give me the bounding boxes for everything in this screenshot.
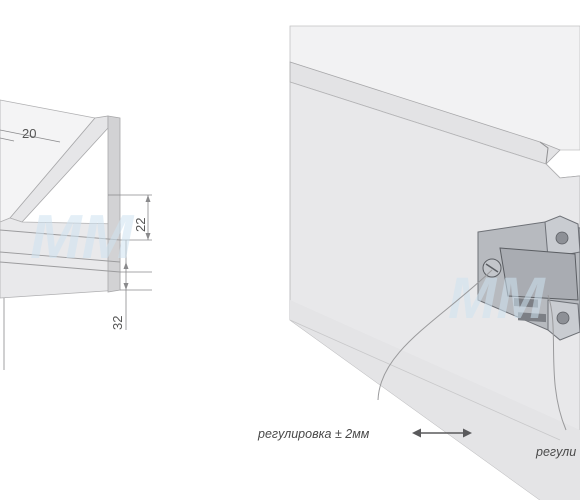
hinge-slot-1 bbox=[514, 297, 538, 308]
watermark-logo-left: MM bbox=[30, 203, 135, 272]
right-panel-step bbox=[289, 61, 561, 165]
hinge-cam-slot bbox=[485, 263, 499, 273]
caption-adjust-left-prefix: регулировка bbox=[257, 427, 335, 441]
dim-arrow-32-bottom bbox=[123, 283, 129, 290]
leader-line-right bbox=[547, 294, 567, 431]
dim-label-22: 22 bbox=[133, 218, 148, 232]
left-groove-line-1 bbox=[0, 229, 121, 241]
caption-adjust-left: регулировка ± 2мм bbox=[257, 427, 370, 441]
watermark-logo-right: MM bbox=[448, 266, 546, 331]
dim-line-20-ext bbox=[0, 137, 15, 142]
left-dimension-drawing: 20 22 32 bbox=[0, 99, 152, 370]
left-groove-line-3 bbox=[0, 261, 121, 273]
leader-line-left bbox=[377, 269, 493, 401]
right-panel-illustration bbox=[289, 25, 580, 500]
dim-arrow-22-top bbox=[145, 195, 151, 202]
watermark-text-right: MM bbox=[448, 266, 546, 331]
caption-adjust-right: регули bbox=[535, 445, 576, 459]
dim-arrow-32-top bbox=[123, 262, 129, 269]
hinge-slot-2 bbox=[518, 312, 546, 323]
double-arrow-horizontal-icon bbox=[412, 428, 472, 438]
hinge-mounting-plate bbox=[477, 215, 580, 341]
hinge-screw-hole-bottom bbox=[556, 311, 570, 325]
right-panel-top bbox=[289, 25, 580, 151]
right-panel-bottom-edge bbox=[289, 319, 561, 441]
dim-label-20: 20 bbox=[22, 126, 36, 141]
left-groove-line-2 bbox=[0, 251, 121, 263]
right-panel-front-shade bbox=[290, 300, 580, 500]
hinge-body bbox=[499, 247, 579, 301]
dim-label-32: 32 bbox=[110, 316, 125, 330]
caption-adjust-left-value: ± 2мм bbox=[335, 427, 370, 441]
hinge-screw-hole-top bbox=[555, 231, 569, 245]
dim-arrow-22-bottom bbox=[145, 233, 151, 240]
watermark-text-left: MM bbox=[30, 203, 135, 272]
dim-line-20 bbox=[0, 129, 61, 143]
left-panel-lip bbox=[9, 115, 109, 223]
